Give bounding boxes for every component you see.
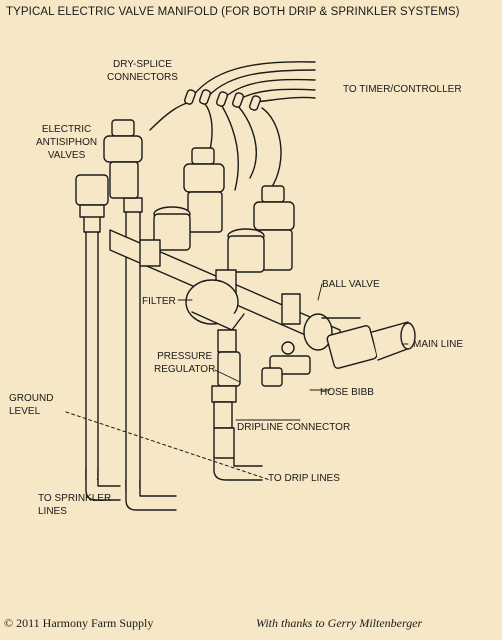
pressure-regulator-label: PRESSURE REGULATOR — [154, 351, 216, 375]
ball-valve-and-main-line — [303, 313, 416, 369]
filter-label: FILTER — [142, 296, 176, 307]
main-line-label: MAIN LINE — [413, 339, 464, 350]
dry-splice-label: DRY-SPLICE CONNECTORS — [107, 59, 178, 83]
hose-bibb-label: HOSE BIBB — [320, 387, 374, 398]
diagram-title: TYPICAL ELECTRIC VALVE MANIFOLD (FOR BOT… — [6, 6, 460, 18]
leader-lines — [177, 283, 409, 421]
antisiphon-valves — [103, 119, 295, 273]
pressure-regulator — [211, 351, 263, 481]
credit-text: With thanks to Gerry Miltenberger — [256, 616, 423, 630]
dripline-connector-label: DRIPLINE CONNECTOR — [237, 422, 351, 433]
sprinkler-risers — [75, 174, 177, 511]
controller-wires — [149, 61, 316, 191]
copyright-text: © 2011 Harmony Farm Supply — [4, 616, 154, 630]
to-sprinkler-lines-label: TO SPRINKLER LINES — [38, 493, 112, 517]
hose-bibb — [261, 341, 311, 387]
filter — [185, 279, 245, 353]
dry-splice-connectors — [183, 89, 262, 111]
ball-valve-label: BALL VALVE — [322, 279, 380, 290]
ground-level-label: GROUND LEVEL — [9, 393, 54, 417]
to-drip-lines-label: TO DRIP LINES — [268, 473, 340, 484]
timer-controller-label: TO TIMER/CONTROLLER — [343, 84, 462, 95]
ground-level-line — [65, 411, 271, 481]
antisiphon-valves-label: ELECTRIC ANTISIPHON VALVES — [36, 124, 98, 161]
